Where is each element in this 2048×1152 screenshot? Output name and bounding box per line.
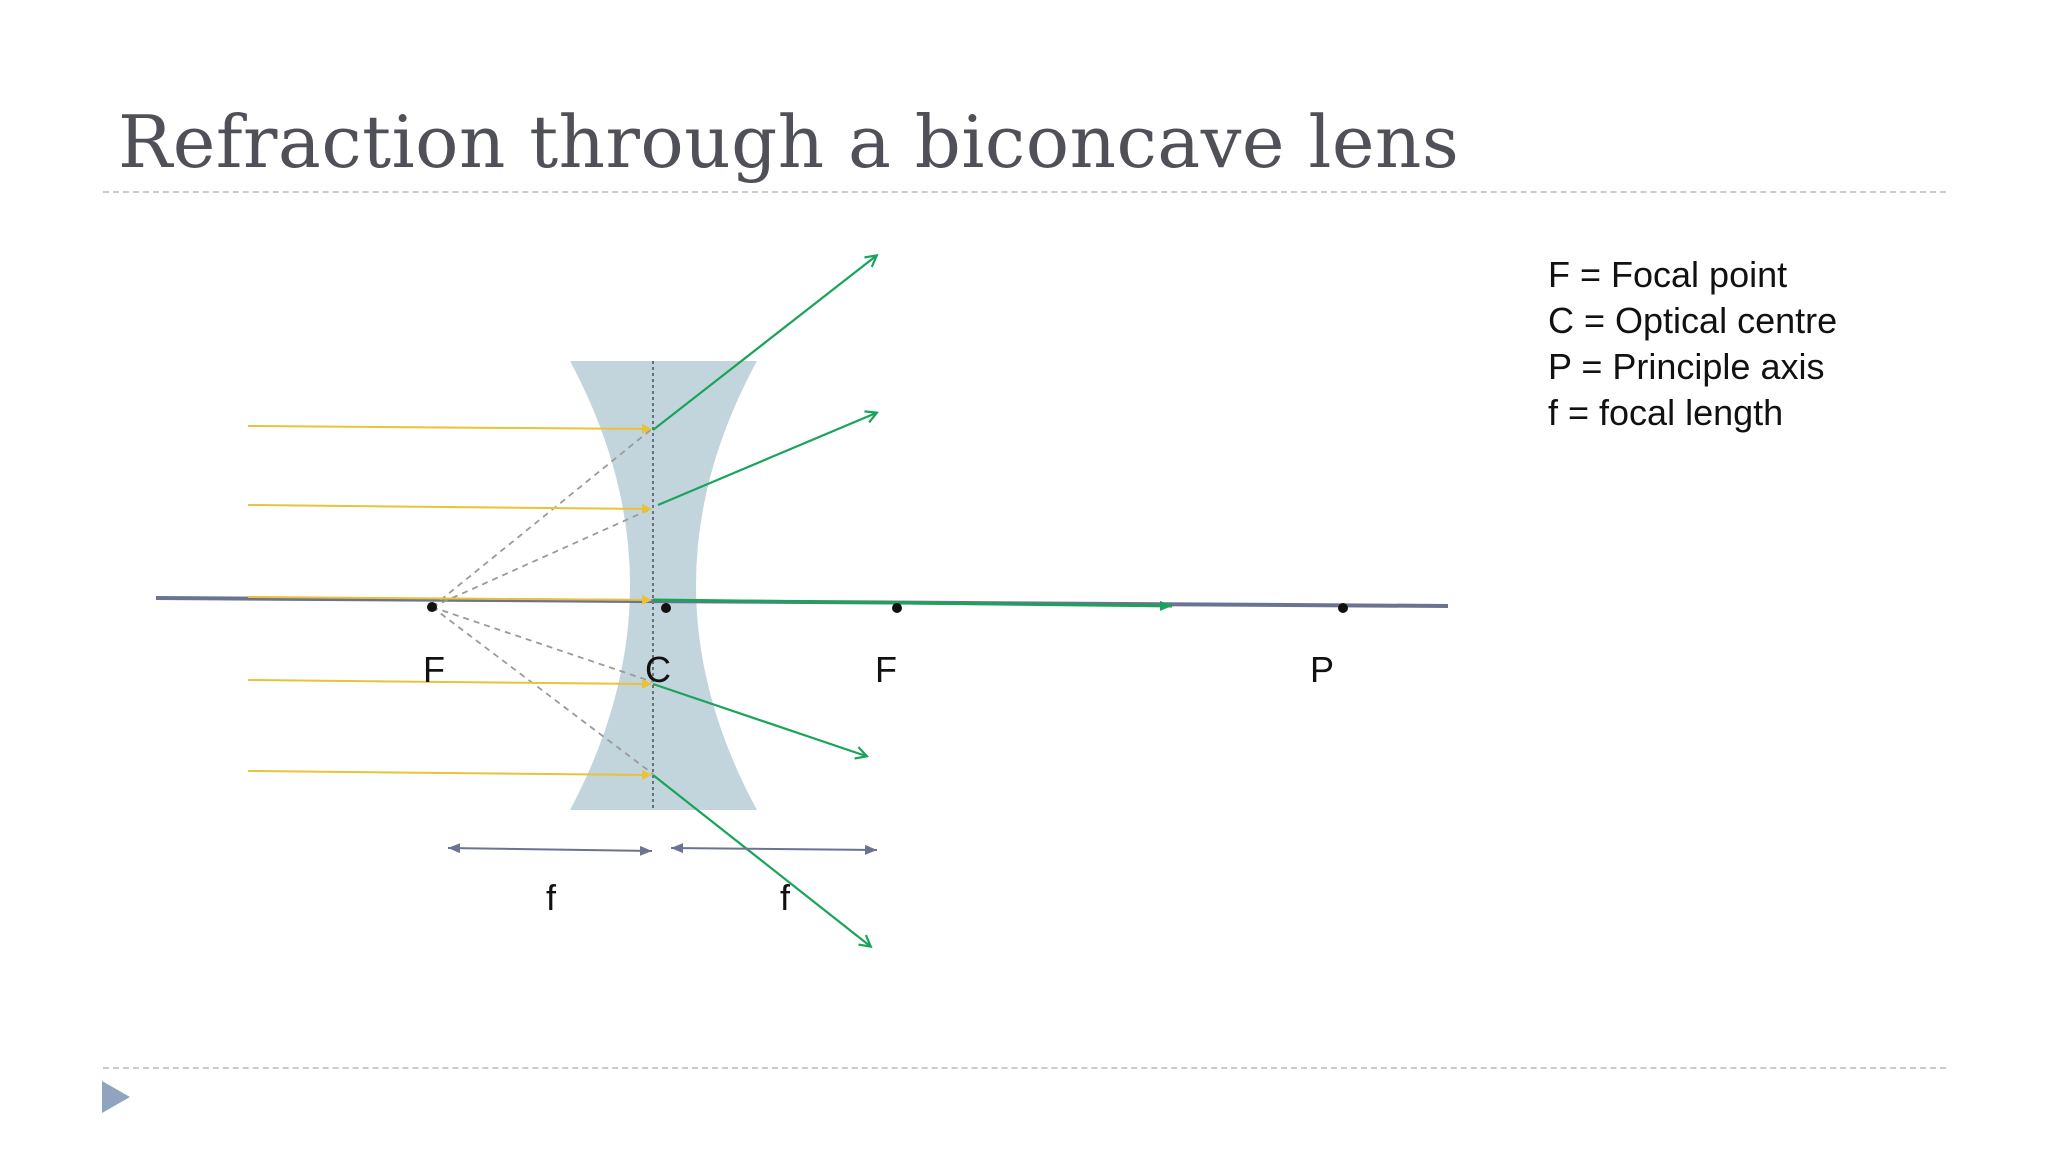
label-focal-length-left: f <box>546 877 557 918</box>
focal-length-arrow-left <box>447 843 653 856</box>
legend-item-principal-axis: P = Principle axis <box>1548 346 1825 387</box>
principal-axis-dot <box>1338 603 1348 613</box>
legend-item-focal-point: F = Focal point <box>1548 254 1788 295</box>
play-triangle-icon <box>102 1081 130 1113</box>
legend: F = Focal point C = Optical centre P = P… <box>1548 252 1837 436</box>
incident-rays <box>247 423 652 780</box>
refracted-rays <box>652 256 1173 946</box>
focal-length-arrow-right <box>670 843 878 855</box>
axis-points <box>427 602 1348 613</box>
optical-centre-dot <box>661 603 671 613</box>
label-focal-left: F <box>423 649 445 690</box>
refracted-ray-1 <box>652 256 876 431</box>
refracted-ray-5 <box>652 774 870 946</box>
title-divider <box>103 191 1946 193</box>
label-principal-axis: P <box>1310 649 1334 690</box>
legend-item-optical-centre: C = Optical centre <box>1548 300 1838 341</box>
incident-ray-1 <box>247 423 652 434</box>
biconcave-lens <box>570 361 757 810</box>
slide-title: Refraction through a biconcave lens <box>118 100 1460 184</box>
refracted-ray-2 <box>657 413 876 507</box>
refracted-ray-4 <box>652 682 866 756</box>
refracted-ray-3 <box>652 598 1173 611</box>
label-centre: C <box>645 649 671 690</box>
virtual-ray-lines <box>431 427 654 775</box>
legend-item-focal-length: f = focal length <box>1548 392 1784 433</box>
footer-divider <box>103 1067 1946 1069</box>
incident-ray-4 <box>247 678 652 689</box>
incident-ray-2 <box>247 503 652 514</box>
focal-point-left-dot <box>427 602 437 612</box>
incident-ray-5 <box>247 769 652 780</box>
label-focal-right: F <box>875 649 897 690</box>
incident-ray-3 <box>247 594 652 605</box>
focal-point-right-dot <box>892 603 902 613</box>
label-focal-length-right: f <box>780 877 791 918</box>
